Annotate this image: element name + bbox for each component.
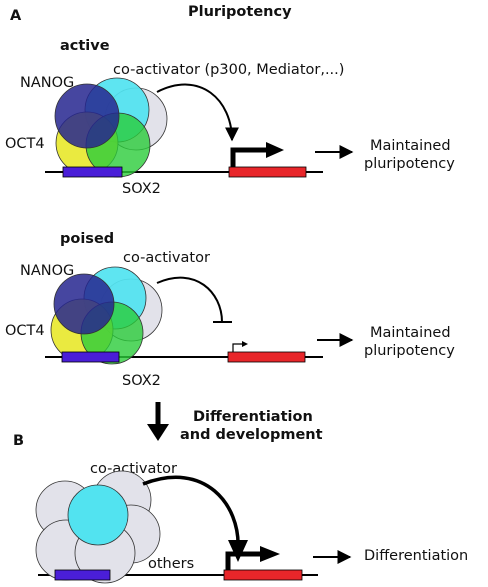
b-others-label: others (148, 556, 194, 572)
poised-state-label: poised (60, 231, 114, 247)
b-activation-arrow (142, 475, 240, 549)
poised-group: poised NANOG co-activator OCT4 SOX2 Main… (5, 231, 455, 389)
poised-inhibition-line (156, 276, 223, 323)
b-outcome-label: Differentiation (364, 548, 468, 564)
b-coactivator-protein (67, 484, 129, 546)
poised-outcome-line2: pluripotency (364, 343, 455, 359)
transition-arrowhead (147, 424, 169, 441)
b-gene-box (223, 569, 303, 581)
b-tss-arrow (225, 551, 262, 570)
active-oct4-label: OCT4 (5, 136, 45, 152)
active-nanog-label: NANOG (20, 75, 74, 91)
poised-oct4-label: OCT4 (5, 323, 45, 339)
active-group: active NANOG co-activator (p300, Mediato… (5, 38, 455, 197)
poised-tss-arrow (232, 343, 243, 352)
poised-coactivator-label: co-activator (123, 250, 210, 266)
figure-title: Pluripotency (188, 4, 292, 20)
poised-nanog-label: NANOG (20, 263, 74, 279)
poised-gene-box (227, 351, 306, 363)
transition-label-line1: Differentiation (193, 409, 313, 425)
active-state-label: active (60, 38, 110, 54)
poised-tss-arrowhead (242, 341, 248, 347)
poised-sox2-label: SOX2 (122, 373, 161, 389)
active-nanog-protein (54, 83, 120, 149)
panel-a-letter: A (10, 8, 22, 24)
active-activation-arrow (156, 83, 239, 142)
active-outcome-line2: pluripotency (364, 156, 455, 172)
poised-nanog-protein (53, 273, 115, 335)
panel-b-group: B co-activator others Differentiation (13, 433, 468, 584)
poised-enhancer-box (61, 351, 120, 363)
active-sox2-label: SOX2 (122, 181, 161, 197)
transition-label-line2: and development (180, 427, 323, 443)
active-coactivator-label: co-activator (p300, Mediator,...) (113, 62, 344, 78)
active-gene-box (228, 166, 307, 178)
b-activation-arrowhead (228, 540, 248, 562)
poised-outcome-line1: Maintained (370, 325, 451, 341)
transition-group: Differentiation and development (147, 402, 323, 443)
active-tss-arrow (230, 147, 268, 167)
b-tss-arrowhead (260, 546, 280, 562)
active-tss-arrowhead (266, 142, 284, 158)
b-enhancer-box (54, 569, 111, 581)
active-enhancer-box (62, 166, 123, 178)
panel-b-letter: B (13, 433, 24, 449)
active-outcome-line1: Maintained (370, 138, 451, 154)
